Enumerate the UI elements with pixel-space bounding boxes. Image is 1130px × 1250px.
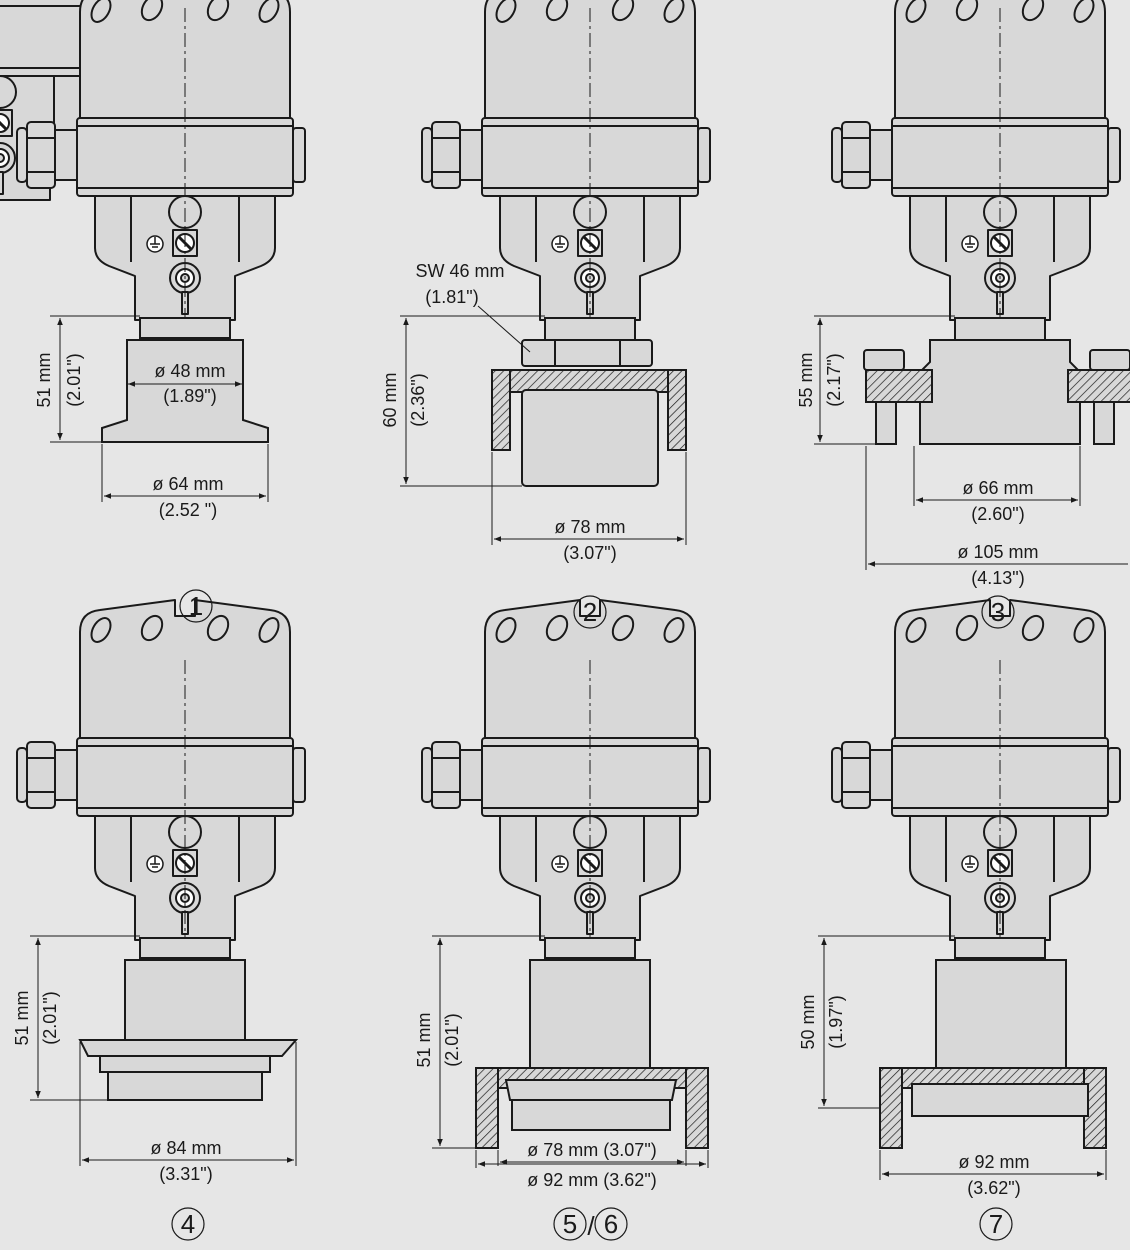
process-fitting-1 — [101, 317, 269, 443]
variant-separator: / — [587, 1211, 595, 1241]
height-in-3: (2.17") — [824, 353, 844, 406]
height-mm-1: 51 mm — [34, 352, 54, 407]
process-fitting-5-6 — [475, 937, 709, 1149]
variant-number-3: 3 — [991, 597, 1005, 627]
height-mm-3: 55 mm — [796, 352, 816, 407]
height-mm-4: 51 mm — [12, 990, 32, 1045]
dim-2a-label: ø 78 mm — [554, 517, 625, 537]
dim-3b-label: ø 105 mm — [957, 542, 1038, 562]
dim-7a-sub: (3.62") — [967, 1178, 1020, 1198]
number-circle-6 — [594, 1207, 628, 1241]
number-circle-4 — [171, 1207, 205, 1241]
height-in-1: (2.01") — [64, 353, 84, 406]
dim-3a-label: ø 66 mm — [962, 478, 1033, 498]
head-3 — [830, 0, 1122, 322]
dim-3a-sub: (2.60") — [971, 504, 1024, 524]
head-5-6 — [420, 598, 712, 942]
height-mm-7: 50 mm — [798, 994, 818, 1049]
variant-number-6: 6 — [604, 1209, 618, 1239]
height-in-7: (1.97") — [826, 995, 846, 1048]
number-circle-2 — [573, 595, 607, 629]
dim-1b-sub: (2.52 ") — [159, 500, 217, 520]
process-fitting-3 — [863, 317, 1130, 445]
dim-1a-sub: (1.89") — [163, 386, 216, 406]
height-in-2: (2.36") — [408, 373, 428, 426]
variant-number-4: 4 — [181, 1209, 195, 1239]
number-circle-5 — [553, 1207, 587, 1241]
height-mm-2: 60 mm — [380, 372, 400, 427]
height-mm-5-6: 51 mm — [414, 1012, 434, 1067]
dim-3b-sub: (4.13") — [971, 568, 1024, 588]
wrench-size-label: SW 46 mm — [415, 261, 504, 281]
variant-number-5: 5 — [563, 1209, 577, 1239]
dim-1a-label: ø 48 mm — [154, 361, 225, 381]
number-circle-7 — [979, 1207, 1013, 1241]
height-in-4: (2.01") — [40, 991, 60, 1044]
variant-number-2: 2 — [583, 597, 597, 627]
wrench-size-sub: (1.81") — [425, 287, 478, 307]
variant-number-7: 7 — [989, 1209, 1003, 1239]
center-lines — [184, 8, 1001, 950]
process-fitting-7 — [879, 937, 1107, 1149]
dim-7a-label: ø 92 mm — [958, 1152, 1029, 1172]
dim-2a-sub: (3.07") — [563, 543, 616, 563]
head-7 — [830, 598, 1122, 942]
dim-4a-label: ø 84 mm — [150, 1138, 221, 1158]
dim-4a-sub: (3.31") — [159, 1164, 212, 1184]
dimension-lines — [30, 305, 1128, 1180]
process-fitting-2 — [491, 317, 687, 487]
dim-1b-label: ø 64 mm — [152, 474, 223, 494]
dim-5a-label: ø 78 mm (3.07") — [527, 1140, 656, 1160]
number-circle-3 — [981, 595, 1015, 629]
process-fitting-4 — [78, 937, 299, 1101]
dim-5b-label: ø 92 mm (3.62") — [527, 1170, 656, 1190]
number-circle-1 — [179, 589, 213, 623]
height-in-5-6: (2.01") — [442, 1013, 462, 1066]
head-4 — [15, 598, 307, 942]
variant-number-1: 1 — [189, 591, 203, 621]
